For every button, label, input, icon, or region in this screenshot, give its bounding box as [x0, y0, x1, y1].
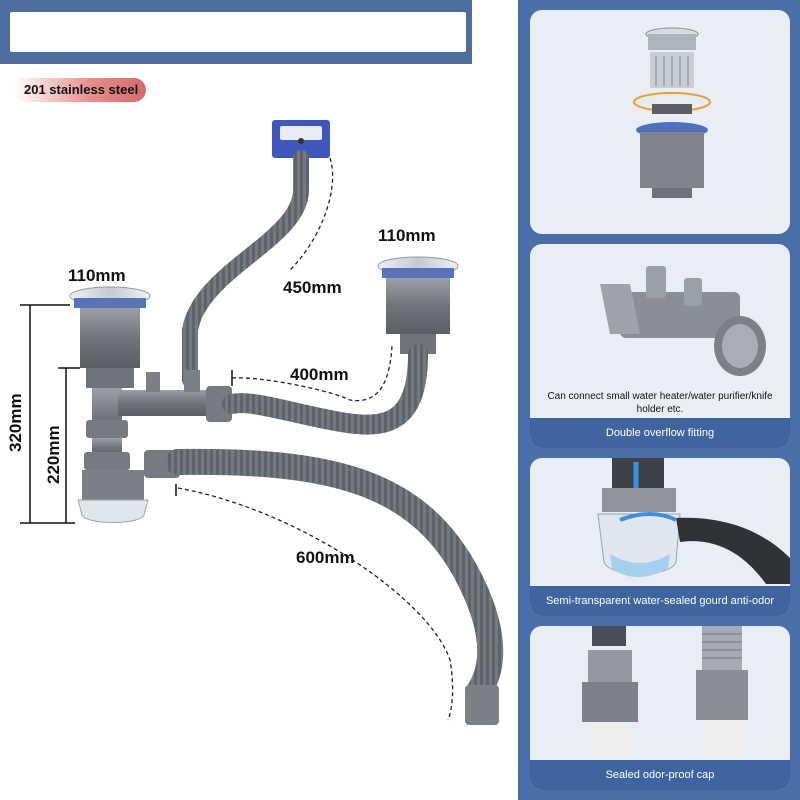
left-nut-1: [86, 420, 128, 438]
left-strainer: [69, 286, 151, 388]
odor-cap-illustration: [582, 626, 748, 760]
tee-branch-small: [146, 372, 160, 392]
overflow-fitting-caption: Double overflow fitting: [530, 418, 790, 448]
outlet-hose: [165, 448, 504, 703]
overflow-hose-top: [182, 150, 309, 388]
gourd-trap-illustration: [597, 458, 790, 584]
right-strainer: [377, 256, 459, 354]
odor-cap-caption: Sealed odor-proof cap: [530, 760, 790, 790]
dimension-label-height-total: 320mm: [6, 393, 25, 452]
dimension-label-hose-right: 400mm: [290, 365, 349, 384]
drain-kit-diagram: [20, 120, 504, 725]
overflow-box: [272, 120, 330, 158]
gourd-trap-transparent: [77, 499, 149, 523]
feature-card-gourd-trap: Semi-transparent water-sealed gourd anti…: [530, 458, 790, 616]
feature-side-panel: Can connect small water heater/water pur…: [518, 0, 800, 800]
guide-ticks: [175, 370, 233, 496]
material-badge-label: 201 stainless steel: [24, 82, 139, 97]
right-nut: [206, 386, 232, 422]
tee-branch-hose-end: [184, 370, 200, 392]
gourd-body: [82, 470, 144, 500]
banner-blank-area: [10, 12, 466, 52]
overflow-fitting-illustration: [600, 266, 766, 376]
feature-card-odor-cap: Sealed odor-proof cap: [530, 626, 790, 790]
dashed-guides: [177, 157, 454, 721]
dimension-label-right-width: 110mm: [378, 226, 436, 245]
feature-card-overflow-fitting: Can connect small water heater/water pur…: [530, 244, 790, 448]
dimension-label-height-lower: 220mm: [44, 425, 63, 484]
outlet-end: [465, 685, 499, 725]
height-dimension-lower: [58, 367, 80, 523]
feature-card-strainer: [530, 10, 790, 234]
dimension-label-hose-top: 450mm: [283, 278, 342, 297]
right-hose: [222, 344, 428, 435]
strainer-exploded-illustration: [546, 27, 712, 234]
material-badge: 201 stainless steel: [14, 78, 146, 102]
dimension-label-hose-bottom: 600mm: [296, 548, 355, 567]
dimension-label-left-width: 110mm: [68, 266, 126, 285]
left-nut-2: [84, 452, 130, 470]
gourd-trap-caption: Semi-transparent water-sealed gourd anti…: [530, 586, 790, 616]
top-banner: [0, 0, 472, 64]
overflow-fitting-note: Can connect small water heater/water pur…: [547, 391, 773, 415]
